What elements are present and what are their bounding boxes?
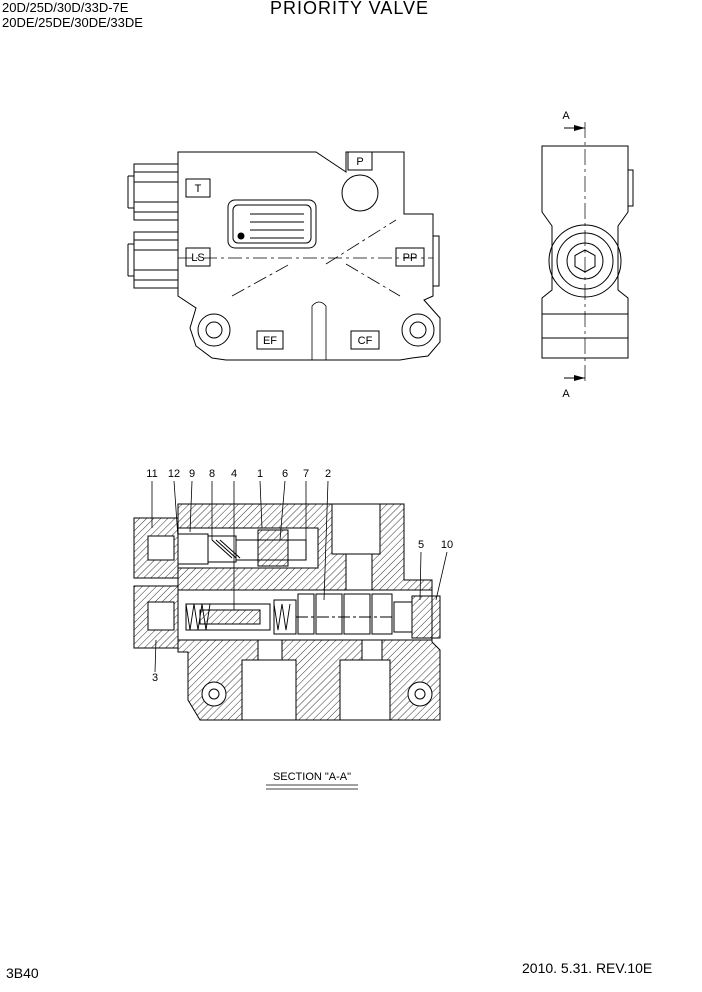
callout-leaders (151, 480, 448, 673)
callout-11: 11 (146, 468, 157, 480)
plug-upper (133, 517, 179, 579)
callout-12: 12 (168, 468, 180, 480)
callout-9: 9 (189, 468, 195, 480)
callout-10: 10 (441, 539, 453, 551)
callout-7: 7 (303, 468, 309, 480)
section-arrow-top (564, 125, 585, 131)
cf-port-bore (339, 659, 391, 721)
p-port-hole (341, 174, 379, 212)
port-label-ef: EF (263, 335, 277, 347)
valve-body-outline (177, 151, 441, 361)
ef-port-bore (241, 659, 297, 721)
callout-6: 6 (282, 468, 288, 480)
page-number: 3B40 (6, 965, 39, 981)
port-label-cf: CF (358, 335, 373, 347)
spool-springs (185, 603, 291, 631)
section-caption: SECTION "A-A" (273, 771, 351, 783)
port-label-pp: PP (403, 252, 418, 264)
callout-3: 3 (152, 672, 158, 684)
main-spool (185, 593, 441, 639)
t-port-fitting (127, 163, 179, 221)
revision-date: 2010. 5.31. REV.10E (522, 960, 653, 976)
front-view (127, 151, 441, 361)
callout-8: 8 (209, 468, 215, 480)
front-view-port-labels: T LS P PP EF CF (191, 156, 417, 347)
model-list-line-1: 20D/25D/30D/33D-7E (2, 0, 129, 15)
model-list-line-2: 20DE/25DE/30DE/33DE (2, 15, 143, 30)
port-label-box-ef (256, 330, 284, 350)
port-label-p: P (356, 156, 363, 168)
side-view (541, 122, 634, 384)
mounting-hole-left (197, 313, 231, 347)
section-hole-right (407, 681, 433, 707)
port-label-t: T (195, 183, 202, 195)
section-mark-top: A (562, 110, 570, 122)
p-port-bore (331, 503, 381, 555)
page-title: PRIORITY VALVE (270, 0, 430, 18)
port-label-box-p (347, 151, 373, 171)
callout-1: 1 (257, 468, 263, 480)
mounting-hole-right (401, 313, 435, 347)
internal-passages (178, 219, 433, 297)
section-mark-bottom: A (562, 388, 570, 400)
pp-port-boss (432, 235, 440, 287)
callout-2: 2 (325, 468, 331, 480)
relief-assembly (177, 529, 307, 567)
section-hole-left (201, 681, 227, 707)
port-label-box-t (185, 178, 211, 198)
port-label-box-pp (395, 247, 425, 267)
port-label-box-ls (185, 247, 211, 267)
side-view-outline (541, 145, 629, 359)
port-label-ls: LS (191, 252, 204, 264)
callout-5: 5 (418, 539, 424, 551)
part-callouts: 11 12 9 8 4 1 6 7 2 5 10 3 (146, 468, 453, 684)
callout-4: 4 (231, 468, 237, 480)
plug-lower (133, 585, 179, 649)
section-view (133, 503, 441, 721)
section-arrow-bottom (564, 375, 585, 381)
port-label-box-cf (350, 330, 380, 350)
nameplate (227, 199, 317, 249)
ls-port-fitting (127, 231, 179, 289)
